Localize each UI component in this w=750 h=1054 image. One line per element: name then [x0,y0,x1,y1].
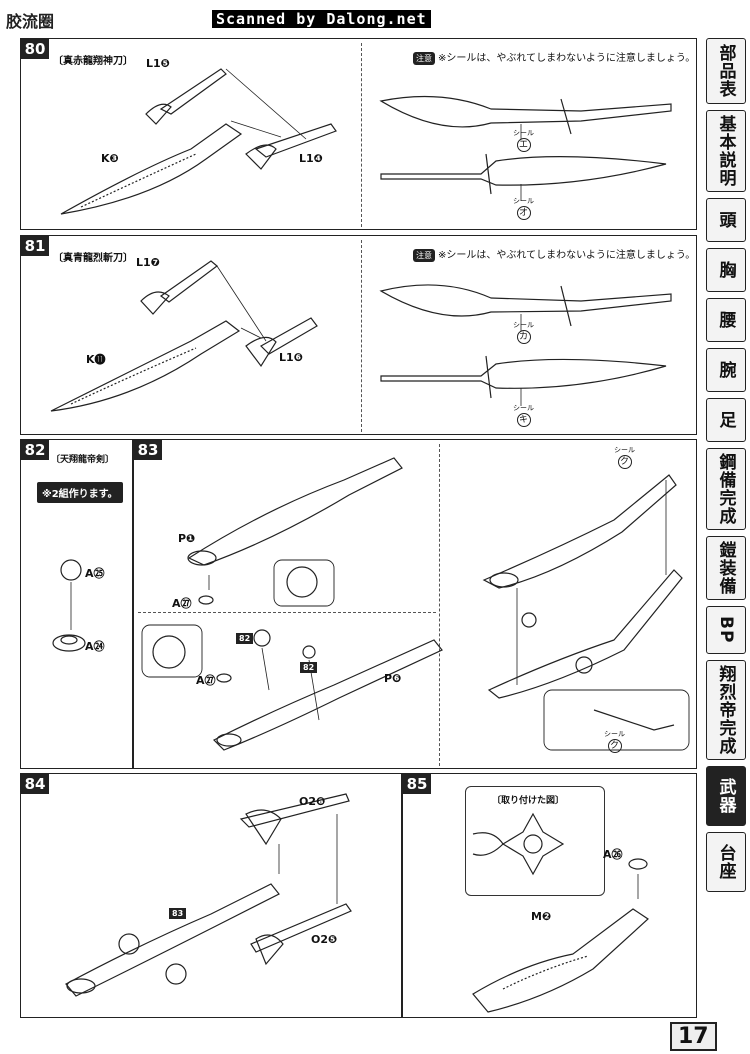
step-number: 82 [21,440,49,460]
sword-diagram [50,260,672,412]
tab-bp[interactable]: BP [706,606,746,654]
page-number: 17 [670,1022,717,1051]
part-label: O2❺ [311,933,338,946]
part-label: P❶ [178,532,196,545]
step-number: 84 [21,774,49,794]
sticker-note: 注意※シールは、やぶれてしまわないように注意しましょう。 [413,246,695,262]
note-text: ※シールは、やぶれてしまわないように注意しましょう。 [438,250,696,261]
tab-leg[interactable]: 足 [706,398,746,442]
step-subtitle: 〔真青龍烈斬刀〕 [53,253,133,264]
part-label: K❸ [101,152,119,165]
seal-callout: シールカ [513,321,534,344]
section-tabs: 部品表 基本説明 頭 胸 腰 腕 足 鋼備完成 鎧装備 BP 翔烈帝完成 武器 … [706,38,746,898]
tab-armor-complete[interactable]: 鋼備完成 [706,448,746,530]
base-assembly-diagram [472,812,649,1013]
tab-chest[interactable]: 胸 [706,248,746,292]
part-label: P❻ [384,672,402,685]
part-label: A㉗ [196,674,216,687]
step-number: 81 [21,236,49,256]
tab-head[interactable]: 頭 [706,198,746,242]
step-85-panel: 85 〔取り付けた図〕 A㉖ M❷ [402,773,697,1018]
step-ref-tag: 83 [169,908,187,919]
part-label: L1❺ [146,57,170,70]
step-82-panel: 82 〔天翔龍帝剣〕 ※2組作ります。 A㉕ A㉔ [20,439,133,769]
sword-diagram [60,68,672,215]
attached-view-inset: 〔取り付けた図〕 [465,786,605,896]
step-number: 80 [21,39,49,59]
seal-callout: シールオ [513,197,534,220]
part-label: L1❻ [279,351,303,364]
seal-callout: シールエ [513,129,534,152]
step-84-panel: 84 O2❽ O2❺ 83 [20,773,402,1018]
caution-badge: 注意 [413,52,435,65]
step-81-panel: 81 〔真青龍烈斬刀〕 注意※シールは、やぶれてしまわないように注意しましょう。… [20,235,697,435]
tab-basic-explanation[interactable]: 基本説明 [706,110,746,192]
divider [361,43,362,227]
tab-stand[interactable]: 台座 [706,832,746,892]
seal-callout: シールク [604,730,625,753]
sword-assembly-diagram [65,793,352,997]
step-ref-tag: 82 [236,633,254,644]
seal-callout: シールキ [513,404,534,427]
divider [439,444,440,766]
scan-banner: Scanned by Dalong.net [212,10,431,28]
step-83-panel: 83 P❶ [133,439,697,769]
tab-emperor-complete[interactable]: 翔烈帝完成 [706,660,746,760]
divider [138,612,436,613]
inset-title: 〔取り付けた図〕 [492,796,565,806]
part-label: L1❼ [136,256,160,269]
part-label: M❷ [531,910,552,923]
step-number: 83 [134,440,162,460]
part-label: A㉕ [85,567,105,580]
sword-assembly-diagram [141,457,690,751]
tab-armor-equip[interactable]: 鎧装備 [706,536,746,600]
part-label: L1❹ [299,152,323,165]
part-label: A㉗ [172,597,192,610]
part-label: A㉖ [603,848,623,861]
tab-parts-list[interactable]: 部品表 [706,38,746,104]
part-label: O2❽ [299,795,326,808]
seal-callout: シールク [614,446,635,469]
step-subtitle: 〔真赤龍翔神刀〕 [53,56,133,67]
step-ref-tag: 82 [300,662,318,673]
divider [361,240,362,432]
step-number: 85 [403,774,431,794]
joint-diagram [52,559,86,652]
tab-weapons[interactable]: 武器 [706,766,746,826]
step-subtitle: 〔天翔龍帝剣〕 [51,455,115,465]
part-label: K⓫ [86,353,106,366]
note-text: ※シールは、やぶれてしまわないように注意しましょう。 [438,53,696,64]
brand-logo: 胶流圈 [6,12,55,31]
sticker-note: 注意※シールは、やぶれてしまわないように注意しましょう。 [413,49,695,65]
step-80-panel: 80 〔真赤龍翔神刀〕 注意※シールは、やぶれてしまわないように注意しましょう。… [20,38,697,230]
tab-arm[interactable]: 腕 [706,348,746,392]
make-two-note: ※2組作ります。 [37,482,123,503]
caution-badge: 注意 [413,249,435,262]
part-label: A㉔ [85,640,105,653]
tab-waist[interactable]: 腰 [706,298,746,342]
